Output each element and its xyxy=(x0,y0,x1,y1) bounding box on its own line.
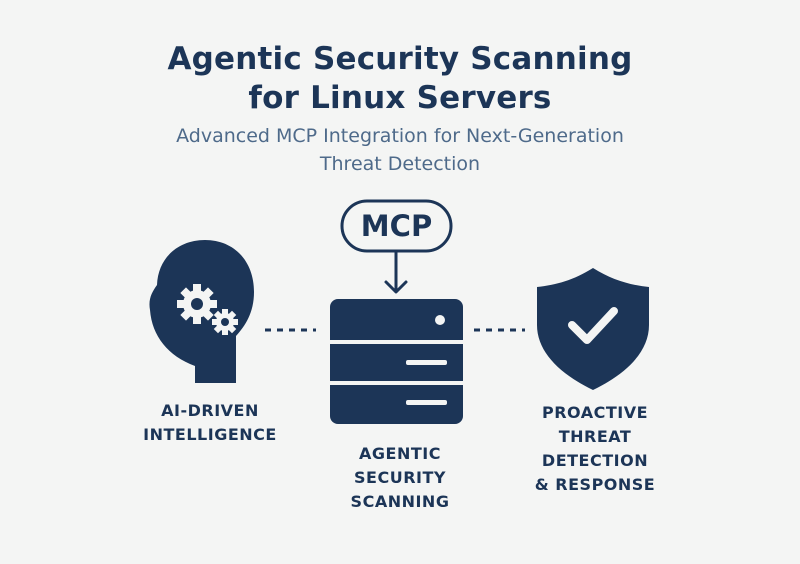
head-with-gears-icon xyxy=(149,240,254,383)
down-arrow-icon xyxy=(384,249,408,294)
ai-driven-label: AI-DRIVEN INTELLIGENCE xyxy=(120,399,300,447)
label-line: PROACTIVE xyxy=(541,403,649,422)
page-subtitle-line-2: Threat Detection xyxy=(319,153,481,175)
label-line: THREAT xyxy=(558,427,632,446)
label-line: AI-DRIVEN xyxy=(161,401,259,420)
proactive-response-label: PROACTIVE THREAT DETECTION & RESPONSE xyxy=(500,401,690,497)
shield-check-icon xyxy=(537,268,649,390)
label-line: DETECTION xyxy=(541,451,649,470)
agentic-scanning-label: AGENTIC SECURITY SCANNING xyxy=(305,442,495,514)
server-icon xyxy=(330,299,463,424)
label-line: INTELLIGENCE xyxy=(143,425,277,444)
label-line: SECURITY xyxy=(354,468,446,487)
label-line: AGENTIC xyxy=(359,444,441,463)
label-line: & RESPONSE xyxy=(534,475,656,494)
page-title-line-1: Agentic Security Scanning xyxy=(167,41,633,77)
label-line: SCANNING xyxy=(350,492,450,511)
page-subtitle-line-1: Advanced MCP Integration for Next-Genera… xyxy=(176,125,624,147)
page-title-line-2: for Linux Servers xyxy=(248,80,552,116)
mcp-badge-label: MCP xyxy=(360,209,433,243)
